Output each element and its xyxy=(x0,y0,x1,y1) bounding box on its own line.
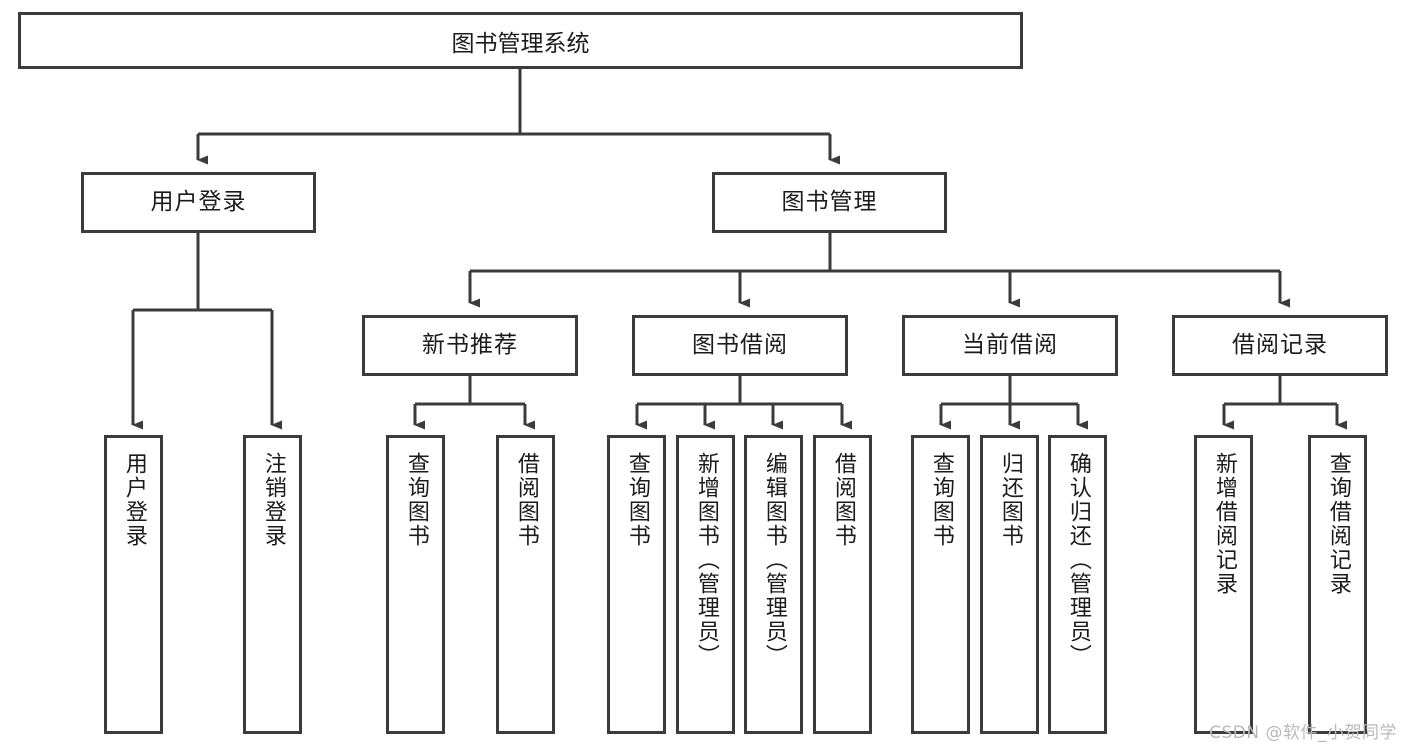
watermark-text: CSDN @软件_小贺同学 xyxy=(1209,723,1397,743)
node-current-borrow[interactable]: 当前借阅 xyxy=(902,315,1118,376)
leaf-user-login-label: 用户登录 xyxy=(121,452,147,548)
node-borrow-record-label: 借阅记录 xyxy=(1232,331,1328,358)
leaf-new-book-query-label: 查询图书 xyxy=(403,452,429,548)
leaf-logout-label: 注销登录 xyxy=(260,452,286,548)
leaf-add-borrow-record[interactable]: 新增借阅记录 xyxy=(1194,435,1253,734)
node-book-management[interactable]: 图书管理 xyxy=(712,172,947,233)
leaf-query-borrow-record[interactable]: 查询借阅记录 xyxy=(1308,435,1367,734)
leaf-current-query-book-label: 查询图书 xyxy=(928,452,954,548)
leaf-add-book-admin[interactable]: 新增图书（管理员） xyxy=(676,435,735,734)
leaf-borrow-book[interactable]: 借阅图书 xyxy=(813,435,872,734)
node-user-login-label: 用户登录 xyxy=(150,188,247,215)
leaf-return-book-label: 归还图书 xyxy=(997,452,1023,548)
leaf-borrow-query-book-label: 查询图书 xyxy=(624,452,650,548)
node-new-book-recommend[interactable]: 新书推荐 xyxy=(362,315,578,376)
leaf-add-borrow-record-label: 新增借阅记录 xyxy=(1211,452,1237,596)
node-root[interactable]: 图书管理系统 xyxy=(18,12,1023,69)
node-root-label: 图书管理系统 xyxy=(451,30,590,57)
node-user-login[interactable]: 用户登录 xyxy=(81,172,316,233)
leaf-borrow-book-label: 借阅图书 xyxy=(830,452,856,548)
leaf-borrow-query-book[interactable]: 查询图书 xyxy=(607,435,666,734)
leaf-confirm-return-admin-label: 确认归还（管理员） xyxy=(1065,452,1091,668)
leaf-new-book-borrow-label: 借阅图书 xyxy=(513,452,539,548)
leaf-return-book[interactable]: 归还图书 xyxy=(980,435,1039,734)
leaf-current-query-book[interactable]: 查询图书 xyxy=(911,435,970,734)
leaf-edit-book-admin-label: 编辑图书（管理员） xyxy=(761,452,787,668)
leaf-logout[interactable]: 注销登录 xyxy=(243,435,302,734)
node-book-borrow-label: 图书借阅 xyxy=(692,331,788,358)
node-book-management-label: 图书管理 xyxy=(781,188,878,215)
leaf-confirm-return-admin[interactable]: 确认归还（管理员） xyxy=(1048,435,1107,734)
leaf-new-book-borrow[interactable]: 借阅图书 xyxy=(496,435,555,734)
node-book-borrow[interactable]: 图书借阅 xyxy=(632,315,848,376)
node-new-book-recommend-label: 新书推荐 xyxy=(422,331,518,358)
leaf-user-login[interactable]: 用户登录 xyxy=(104,435,163,734)
node-current-borrow-label: 当前借阅 xyxy=(962,331,1058,358)
node-borrow-record[interactable]: 借阅记录 xyxy=(1172,315,1388,376)
leaf-edit-book-admin[interactable]: 编辑图书（管理员） xyxy=(744,435,803,734)
leaf-add-book-admin-label: 新增图书（管理员） xyxy=(693,452,719,668)
leaf-query-borrow-record-label: 查询借阅记录 xyxy=(1325,452,1351,596)
leaf-new-book-query[interactable]: 查询图书 xyxy=(386,435,445,734)
